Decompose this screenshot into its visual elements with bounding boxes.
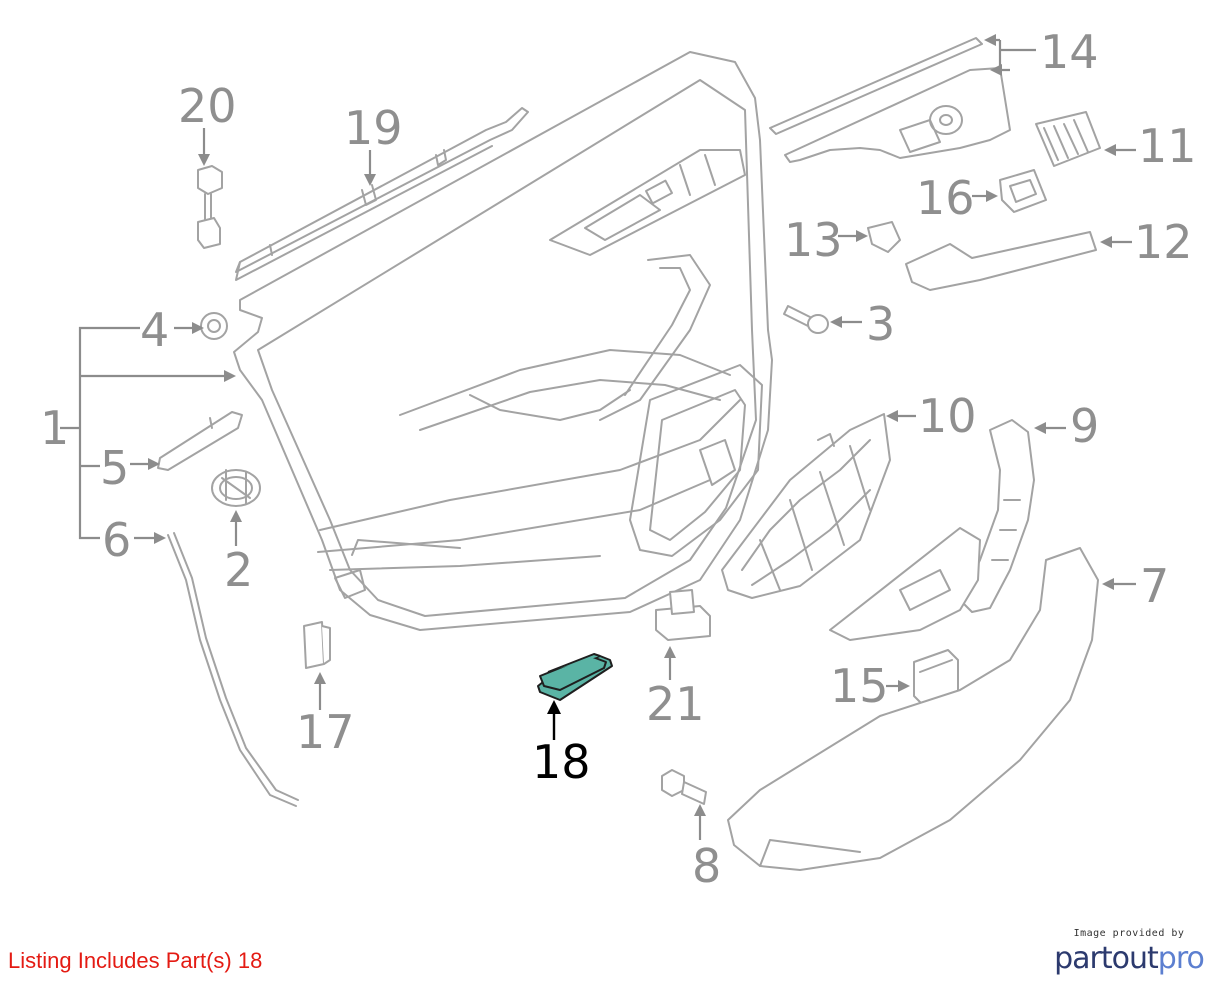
callout-19: 19 xyxy=(344,101,403,155)
callout-18: 18 xyxy=(532,735,591,789)
part-6-cable xyxy=(167,532,299,807)
callout-14: 14 xyxy=(1040,25,1099,79)
door-trim-panel xyxy=(233,51,773,631)
part-20-connector xyxy=(197,165,223,249)
partoutpro-logo: Image provided by partoutpro xyxy=(1054,928,1205,976)
image-provided-caption: Image provided by xyxy=(1073,928,1185,939)
part-7-armrest xyxy=(727,547,1099,871)
part-5-trim-strip xyxy=(157,411,243,471)
callout-5: 5 xyxy=(100,441,129,495)
part-14-sill-strip xyxy=(769,37,1011,163)
brand-wordmark: partoutpro xyxy=(1054,941,1205,976)
callout-15: 15 xyxy=(830,659,889,713)
callout-11: 11 xyxy=(1138,119,1197,173)
brand-name-part1: partout xyxy=(1054,941,1159,976)
part-8-bolt xyxy=(661,769,707,805)
callout-10: 10 xyxy=(918,389,977,443)
leader-18 xyxy=(547,700,561,740)
part-13-clip xyxy=(867,221,901,253)
part-12-trim-bar xyxy=(905,231,1097,291)
part-10-speaker-grille xyxy=(721,413,891,599)
callout-2: 2 xyxy=(224,543,253,597)
callout-20: 20 xyxy=(178,79,237,133)
part-17-cap xyxy=(303,621,331,669)
callout-13: 13 xyxy=(784,213,843,267)
callout-9: 9 xyxy=(1070,399,1099,453)
part-11-grille xyxy=(1035,111,1101,167)
part-2-clip xyxy=(211,469,261,507)
callout-3: 3 xyxy=(866,297,895,351)
window-switch-panel xyxy=(829,527,981,641)
callout-6: 6 xyxy=(102,513,131,567)
part-3-screw xyxy=(783,305,829,334)
leader-lines xyxy=(60,34,1136,840)
listing-includes-label: Listing Includes Part(s) 18 xyxy=(8,948,263,973)
brand-name-part2: pro xyxy=(1157,941,1205,976)
callout-4: 4 xyxy=(140,303,169,357)
part-16-small-switch xyxy=(999,169,1047,213)
part-21-switch xyxy=(655,589,711,641)
callout-21: 21 xyxy=(646,677,705,731)
callout-1: 1 xyxy=(40,401,69,455)
callout-8: 8 xyxy=(692,839,721,893)
callout-labels: 1 2 3 4 5 6 7 8 9 10 11 12 13 14 15 16 1… xyxy=(40,25,1197,893)
callout-16: 16 xyxy=(916,171,975,225)
callout-17: 17 xyxy=(296,705,355,759)
callout-7: 7 xyxy=(1140,559,1169,613)
part-18-courtesy-lamp xyxy=(537,653,613,701)
part-19-window-strip xyxy=(235,107,529,281)
callout-12: 12 xyxy=(1134,215,1193,269)
part-4-grommet xyxy=(200,312,228,340)
